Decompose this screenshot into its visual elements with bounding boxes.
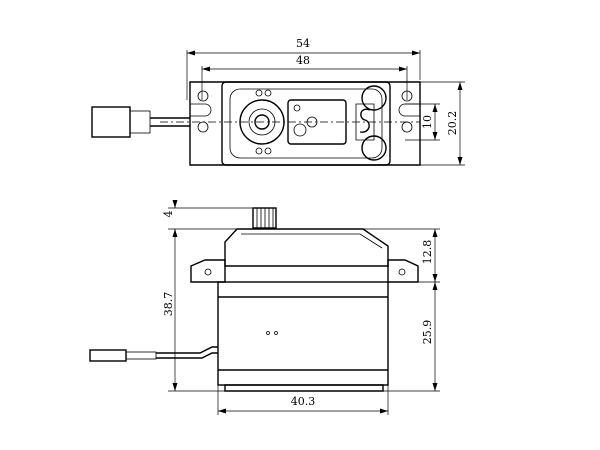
dim-label-10: 10 <box>421 115 434 129</box>
dimension-spline-height: 4 <box>162 200 253 237</box>
output-spline <box>252 207 277 229</box>
dim-label-25-9: 25.9 <box>421 320 434 345</box>
dim-label-20-2: 20.2 <box>446 111 459 136</box>
dim-label-48: 48 <box>296 54 310 67</box>
dim-label-54: 54 <box>296 37 310 50</box>
dimension-overall-width: 54 <box>186 37 421 100</box>
dimension-overall-depth: 20.2 <box>420 81 465 166</box>
dimension-hole-spacing: 48 <box>201 54 408 100</box>
dimension-upper-height: 12.8 <box>363 228 440 283</box>
dimension-lower-height: 25.9 <box>383 282 440 392</box>
dim-label-38-7: 38.7 <box>162 292 175 317</box>
top-view: 54 48 <box>91 37 465 166</box>
dimension-total-height: 38.7 <box>162 229 225 392</box>
dim-label-12-8: 12.8 <box>421 240 434 265</box>
servo-top-body <box>160 81 421 166</box>
dimension-slot-width: 10 <box>405 103 440 141</box>
dim-label-40-3: 40.3 <box>291 395 316 408</box>
servo-side-body <box>190 228 419 392</box>
side-view: 4 38.7 12.8 25.9 <box>89 200 440 415</box>
dimension-case-width: 40.3 <box>217 385 389 415</box>
servo-lead-top <box>91 106 190 138</box>
servo-lead-side <box>89 346 218 362</box>
dim-label-4: 4 <box>162 211 175 218</box>
